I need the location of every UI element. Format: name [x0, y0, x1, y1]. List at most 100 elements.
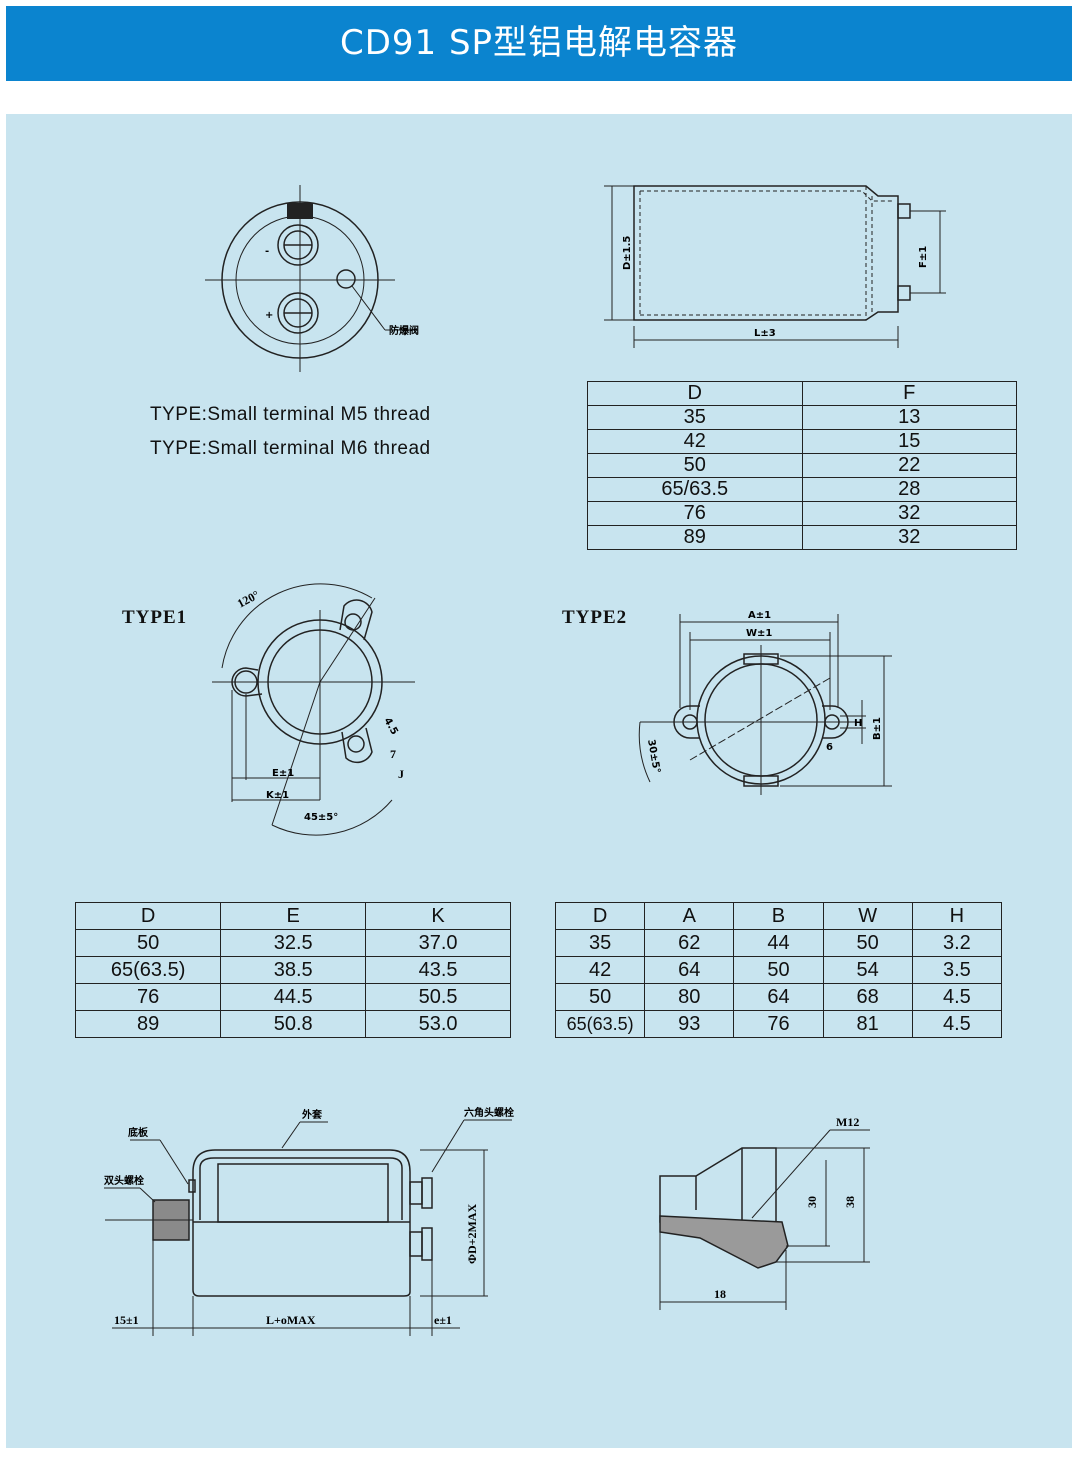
w-tolerance-label: W±1 — [746, 628, 772, 639]
table-header-row: D E K — [74, 902, 511, 930]
cell-d: 50 — [554, 983, 646, 1011]
cell-w: 50 — [822, 929, 913, 957]
mounting-assembly-drawing — [104, 1119, 512, 1336]
cell-b: 44 — [733, 929, 824, 957]
type-m6-text: TYPE:Small terminal M6 thread — [150, 438, 431, 459]
e-tol-label: e±1 — [434, 1313, 452, 1327]
type1-bracket-drawing — [212, 583, 415, 836]
header-d: D — [554, 902, 646, 930]
type-m5-text: TYPE:Small terminal M5 thread — [150, 404, 431, 425]
cell-d: 76 — [74, 983, 222, 1011]
capacitor-side-view — [604, 185, 946, 348]
cell-k: 43.5 — [365, 956, 511, 984]
cell-k: 53.0 — [365, 1010, 511, 1038]
cell-d: 35 — [587, 405, 803, 430]
cell-d: 50 — [74, 929, 222, 957]
stud-label: 双头螺栓 — [104, 1174, 144, 1187]
cell-h: 4.5 — [911, 1010, 1003, 1038]
cell-e: 38.5 — [220, 956, 367, 984]
header-h: H — [911, 902, 1003, 930]
cell-f: 22 — [801, 453, 1017, 478]
cell-e: 50.8 — [220, 1010, 367, 1038]
cell-d: 89 — [587, 525, 803, 550]
bottom-plate-label: 底板 — [128, 1126, 149, 1139]
type1-label: TYPE1 — [122, 607, 188, 628]
cell-h: 3.2 — [911, 929, 1003, 957]
header-b: B — [733, 902, 824, 930]
cell-a: 64 — [644, 956, 735, 984]
cell-f: 15 — [801, 429, 1017, 454]
cell-a: 93 — [644, 1010, 735, 1038]
header-w: W — [822, 902, 913, 930]
cell-b: 64 — [733, 983, 824, 1011]
dim-6-label: 6 — [826, 742, 833, 753]
table-header-row: D A B W H — [554, 902, 1003, 930]
header-bar: CD91 SP型铝电解电容器 — [6, 6, 1072, 81]
cell-d: 42 — [554, 956, 646, 984]
f-tolerance-label: F±1 — [918, 246, 929, 268]
table-header-row: D F — [587, 381, 1017, 406]
cell-d: 35 — [554, 929, 646, 957]
dim-38-label: 38 — [843, 1196, 857, 1208]
cell-d: 89 — [74, 1010, 222, 1038]
cell-d: 65(63.5) — [554, 1010, 646, 1038]
dim-j-label: J — [398, 767, 404, 781]
minus-sign: - — [265, 246, 269, 257]
h-label: H — [854, 718, 862, 729]
cell-k: 50.5 — [365, 983, 511, 1011]
dim-30-label: 30 — [805, 1196, 819, 1208]
cell-h: 4.5 — [911, 983, 1003, 1011]
header-d: D — [587, 381, 803, 406]
cell-f: 32 — [801, 501, 1017, 526]
type2-bracket-drawing — [638, 614, 892, 795]
cell-d: 65/63.5 — [587, 477, 803, 502]
cell-k: 37.0 — [365, 929, 511, 957]
cell-d: 65(63.5) — [74, 956, 222, 984]
e-tolerance-label: E±1 — [272, 768, 294, 779]
angle-45-label: 45±5° — [304, 812, 338, 823]
jacket-label: 外套 — [301, 1108, 323, 1121]
cell-e: 44.5 — [220, 983, 367, 1011]
cell-f: 32 — [801, 525, 1017, 550]
d-tolerance-label: D±1.5 — [622, 236, 633, 270]
vent-label: 防爆阀 — [389, 324, 419, 337]
dim-18-label: 18 — [714, 1287, 726, 1301]
a-tolerance-label: A±1 — [748, 610, 771, 621]
cell-w: 68 — [822, 983, 913, 1011]
phi-d-label: ΦD+2MAX — [465, 1204, 479, 1264]
header-a: A — [644, 902, 735, 930]
cell-b: 50 — [733, 956, 824, 984]
type2-label: TYPE2 — [562, 607, 628, 628]
l-tolerance-label: L±3 — [754, 328, 776, 339]
m12-label: M12 — [836, 1115, 859, 1129]
l-max-label: L+oMAX — [266, 1313, 316, 1327]
header-e: E — [220, 902, 367, 930]
dim-7-label: 7 — [390, 747, 396, 761]
page-title: CD91 SP型铝电解电容器 — [339, 23, 739, 63]
cell-w: 54 — [822, 956, 913, 984]
header-k: K — [365, 902, 511, 930]
cell-w: 81 — [822, 1010, 913, 1038]
cell-a: 80 — [644, 983, 735, 1011]
terminal-section-drawing — [659, 1129, 870, 1310]
cell-d: 76 — [587, 501, 803, 526]
header-d: D — [74, 902, 222, 930]
dim-15-label: 15±1 — [114, 1313, 139, 1327]
cell-f: 13 — [801, 405, 1017, 430]
cell-h: 3.5 — [911, 956, 1003, 984]
